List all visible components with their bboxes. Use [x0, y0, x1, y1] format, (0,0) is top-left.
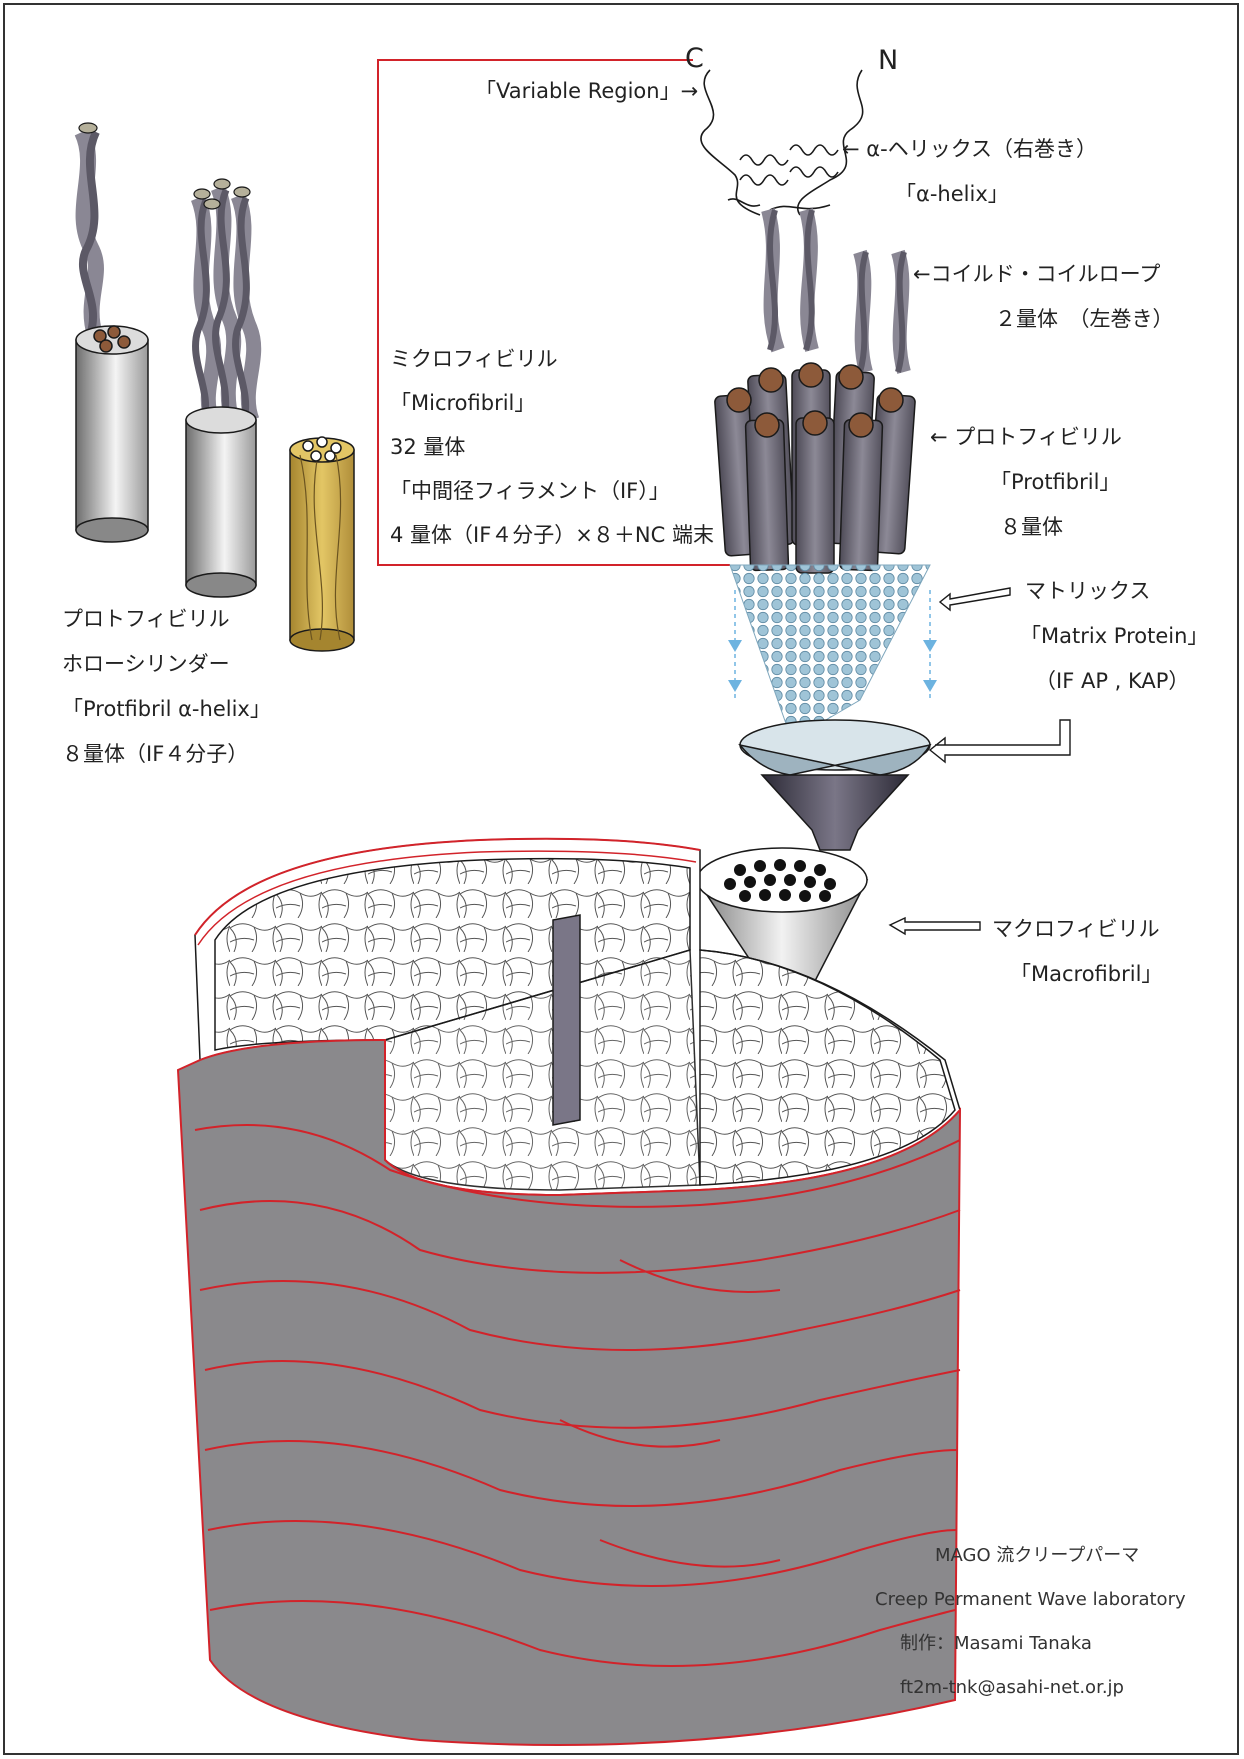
coiled-coil-ropes — [761, 208, 911, 374]
credit-email: ft2m-tnk@asahi-net.or.jp — [900, 1677, 1124, 1698]
macrofibril-en: 「Macrofibril」 — [1010, 962, 1163, 986]
left-caption-line4: ８量体（IF４分子） — [62, 742, 249, 766]
protofibril-bundle-ropes — [190, 178, 262, 423]
protofibril-tubes — [714, 362, 916, 574]
matrix-protein-cone — [728, 564, 937, 736]
credit-lab-jp: MAGO 流クリープパーマ — [935, 1545, 1140, 1566]
microfibril-if: 「中間径フィラメント（IF）」 — [390, 479, 670, 503]
credit-lab-en: Creep Permanent Wave laboratory — [875, 1589, 1186, 1610]
credit-author: 制作：Masami Tanaka — [900, 1633, 1092, 1654]
variable-region-label: 「Variable Region」→ — [475, 79, 699, 103]
alpha-helix-en: 「α-helix」 — [895, 182, 1009, 206]
diagram-frame — [3, 3, 1239, 1755]
hollow-cylinder-gray — [75, 325, 149, 543]
microfibril-jp: ミクロフィビリル — [390, 347, 558, 371]
coiled-coil-sub: ２量体 （左巻き） — [995, 307, 1174, 331]
microfibril-en: 「Microfibril」 — [390, 391, 536, 415]
protofibril-jp: ← プロトフィビリル — [930, 425, 1122, 449]
terminal-c-label: C — [685, 43, 704, 74]
microfibril-formula: 4 量体（IF４分子）×８＋NC 端末 — [390, 523, 714, 547]
hair-cuticle-shell — [176, 1038, 962, 1746]
protofibril-count: ８量体 — [1000, 515, 1063, 539]
microfibril-bracket — [377, 59, 730, 566]
matrix-jp: マトリックス — [1025, 579, 1151, 603]
left-caption-line1: プロトフィビリル — [62, 607, 230, 631]
left-caption-line3: 「Protfibril α-helix」 — [62, 697, 271, 721]
callout-arrows — [888, 587, 1071, 936]
matrix-detail: （IF AP , KAP） — [1035, 669, 1190, 693]
alpha-helix-jp: ← α‐ヘリックス（右巻き） — [842, 137, 1098, 161]
coiled-coil-jp: ←コイルド・コイルロープ — [913, 262, 1161, 286]
gold-cylinder — [289, 436, 355, 652]
protofibril-en: 「Protfibril」 — [990, 470, 1121, 494]
hollow-cylinder-gray-2 — [185, 406, 257, 598]
left-caption-line2: ホローシリンダー — [62, 652, 230, 676]
matrix-rim-funnel — [738, 719, 932, 851]
alpha-helix-chains — [700, 69, 864, 216]
matrix-en: 「Matrix Protein」 — [1020, 624, 1209, 648]
macrofibril-jp: マクロフィビリル — [992, 917, 1160, 941]
terminal-n-label: N — [878, 45, 899, 76]
single-protofibril-rope — [74, 122, 104, 338]
microfibril-count: 32 量体 — [390, 435, 466, 459]
